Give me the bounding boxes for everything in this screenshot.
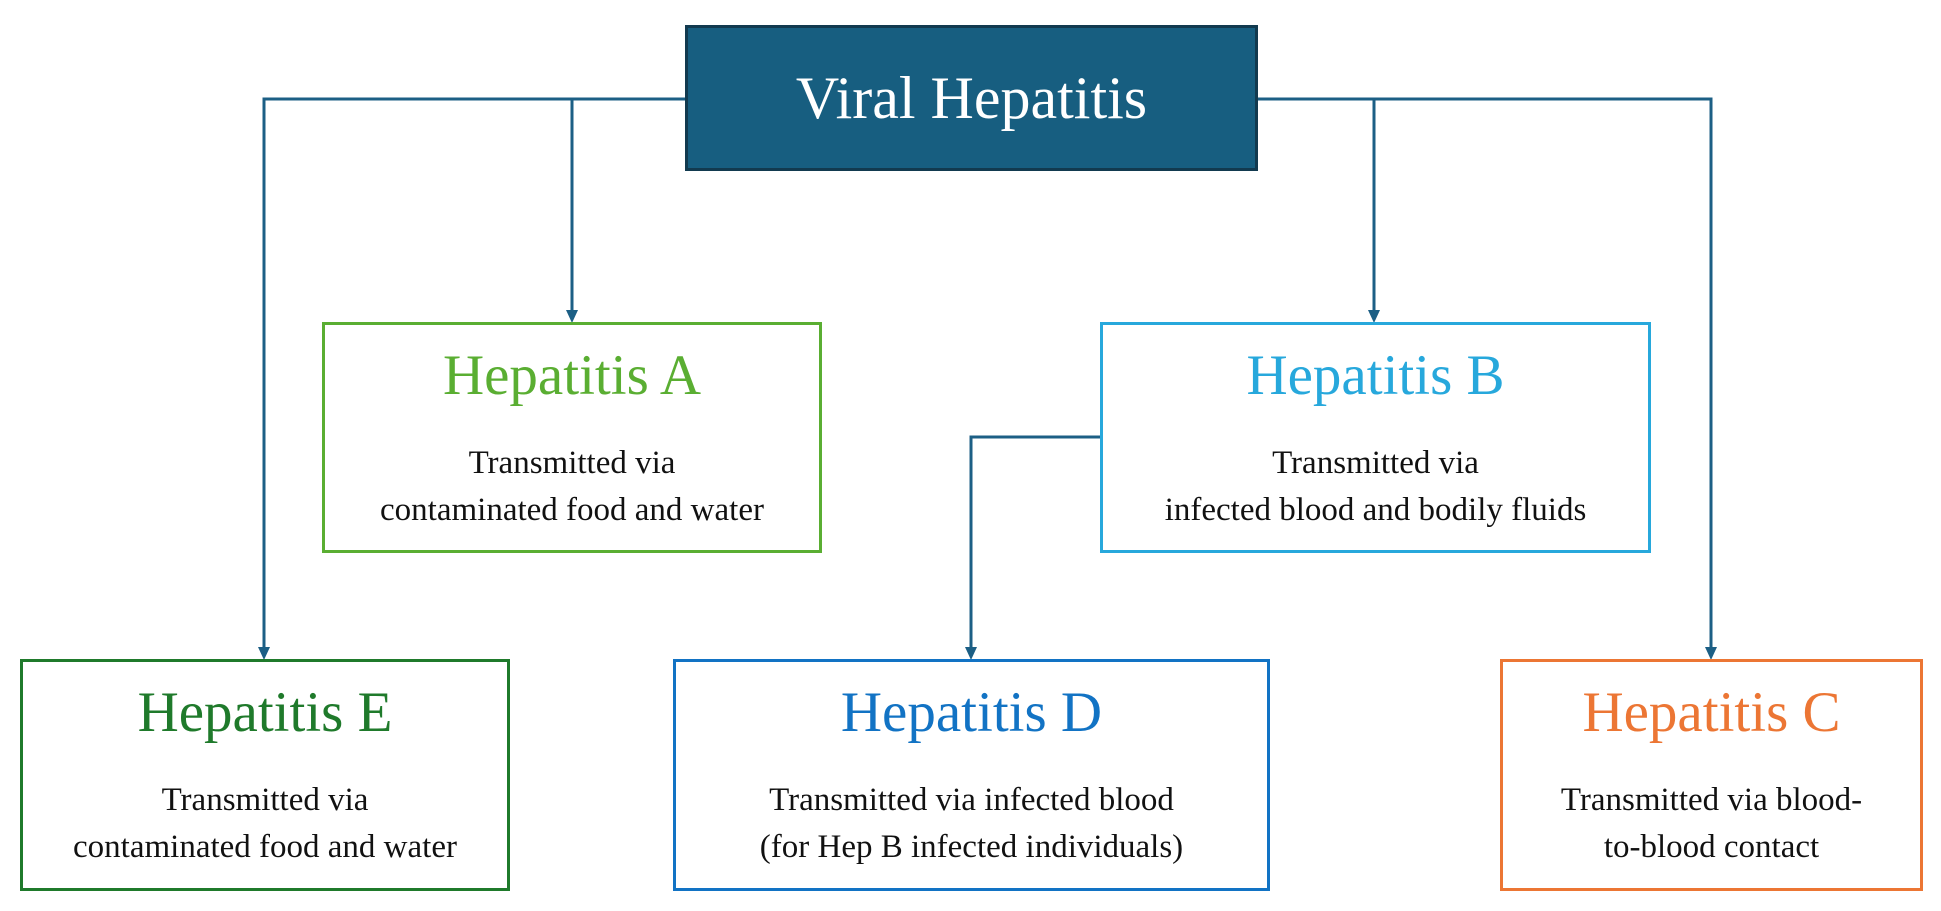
desc-line: to-blood contact	[1603, 829, 1820, 865]
desc-line: contaminated food and water	[380, 492, 764, 528]
desc-line: Transmitted via infected blood	[769, 782, 1174, 818]
arrowhead-a	[566, 310, 578, 323]
node-title: Hepatitis B	[1246, 344, 1505, 407]
node-description: Transmitted via contaminated food and wa…	[73, 777, 457, 871]
node-hepatitis-e: Hepatitis E Transmitted via contaminated…	[20, 659, 510, 891]
root-node-viral-hepatitis: Viral Hepatitis	[685, 25, 1258, 171]
desc-line: infected blood and bodily fluids	[1164, 492, 1587, 528]
node-title: Hepatitis A	[442, 344, 702, 407]
node-hepatitis-b: Hepatitis B Transmitted via infected blo…	[1100, 322, 1651, 553]
root-title: Viral Hepatitis	[795, 65, 1148, 131]
node-hepatitis-a: Hepatitis A Transmitted via contaminated…	[322, 322, 822, 553]
node-description: Transmitted via blood- to-blood contact	[1561, 777, 1862, 871]
desc-line: (for Hep B infected individuals)	[759, 829, 1184, 865]
node-title: Hepatitis C	[1582, 681, 1841, 744]
node-description: Transmitted via contaminated food and wa…	[380, 440, 764, 534]
desc-line: Transmitted via	[161, 782, 369, 818]
arrowhead-b	[1368, 310, 1380, 323]
edge-root-to-c	[1258, 97, 1713, 648]
desc-line: Transmitted via	[1272, 445, 1479, 481]
arrowhead-c	[1705, 647, 1717, 660]
node-description: Transmitted via infected blood (for Hep …	[760, 777, 1183, 871]
node-title: Hepatitis E	[137, 681, 393, 744]
arrowhead-d	[965, 647, 977, 660]
node-title: Hepatitis D	[840, 681, 1103, 744]
desc-line: Transmitted via	[468, 445, 676, 481]
node-hepatitis-c: Hepatitis C Transmitted via blood- to-bl…	[1500, 659, 1923, 891]
arrowhead-e	[258, 647, 270, 660]
desc-line: Transmitted via blood-	[1560, 782, 1863, 818]
edge-b-to-d	[969, 435, 1100, 648]
desc-line: contaminated food and water	[73, 829, 457, 865]
node-description: Transmitted via infected blood and bodil…	[1165, 440, 1587, 534]
edge-root-to-e	[262, 97, 685, 648]
node-hepatitis-d: Hepatitis D Transmitted via infected blo…	[673, 659, 1270, 891]
